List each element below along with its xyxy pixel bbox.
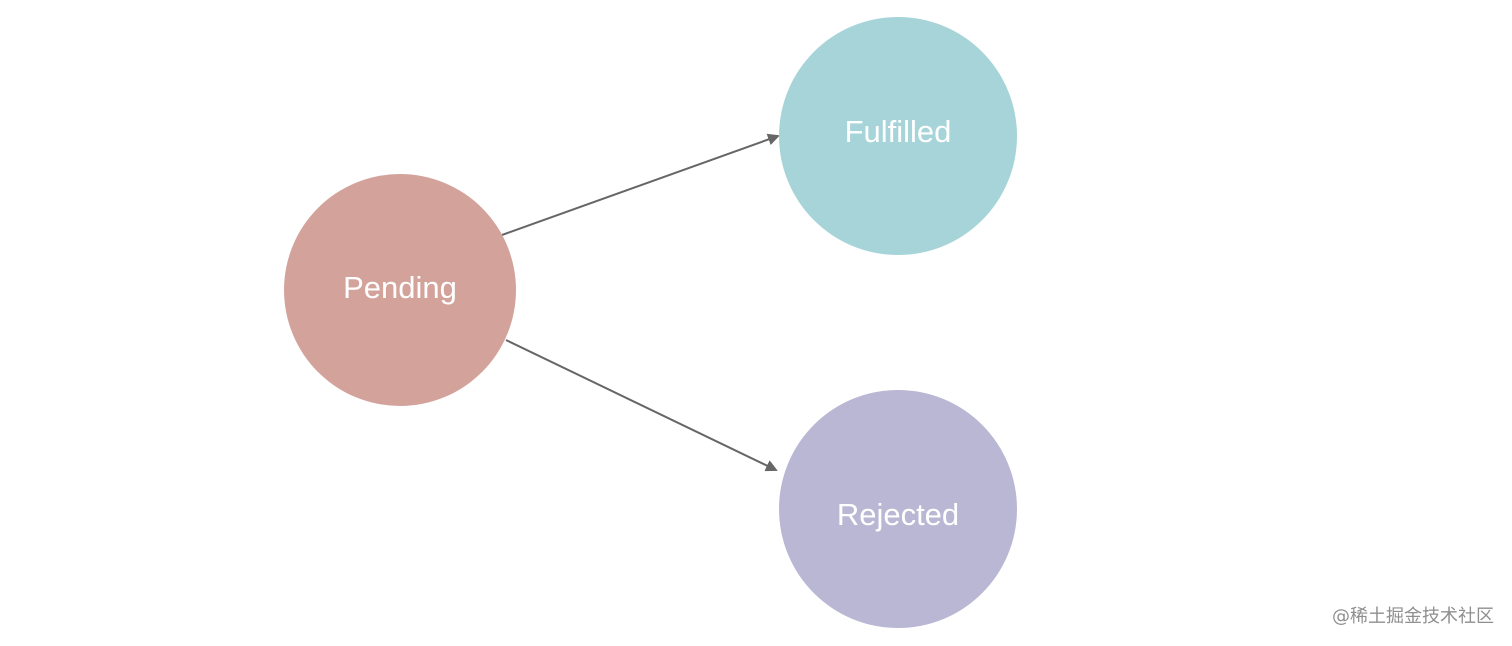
node-fulfilled: Fulfilled <box>779 17 1017 255</box>
arrow-pending-to-fulfilled <box>501 133 780 236</box>
node-rejected-label: Rejected <box>837 497 959 532</box>
arrow-pending-to-rejected <box>505 339 778 472</box>
watermark-text: @稀土掘金技术社区 <box>1332 606 1494 627</box>
node-rejected: Rejected <box>779 390 1017 628</box>
node-fulfilled-label: Fulfilled <box>845 114 952 149</box>
node-pending-label: Pending <box>343 270 457 305</box>
node-pending: Pending <box>284 174 516 406</box>
